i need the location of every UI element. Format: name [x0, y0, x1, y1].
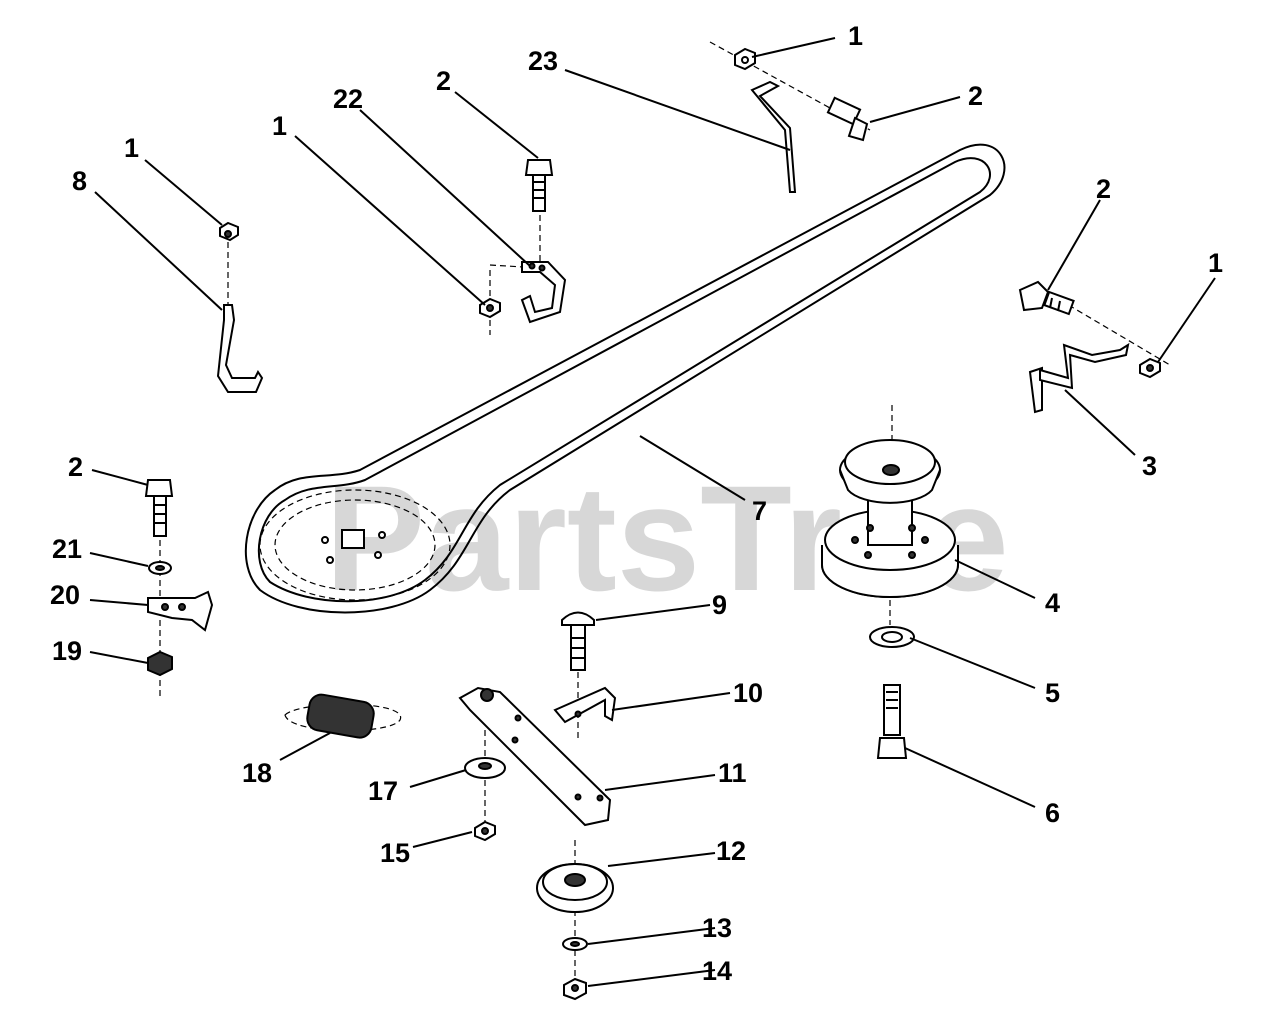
nut-mid: [479, 270, 501, 335]
idler-arm-11: [458, 686, 612, 827]
rod-23: [709, 41, 871, 193]
callout-2-topright: 2: [968, 81, 983, 111]
callout-1-top: 1: [848, 21, 863, 51]
callout-1-mid: 1: [272, 111, 287, 141]
lock-washer: [869, 600, 915, 648]
callout-4: 4: [1045, 588, 1060, 618]
callout-15: 15: [380, 838, 410, 868]
callout-22: 22: [333, 84, 363, 114]
callout-3: 3: [1142, 451, 1157, 481]
left-bolt-stack: [144, 479, 214, 700]
callout-2-top: 2: [436, 66, 451, 96]
callout-9: 9: [712, 590, 727, 620]
callout-8: 8: [72, 166, 87, 196]
spacer-17: [464, 730, 506, 842]
carriage-bolt-9: [561, 611, 595, 740]
callout-23: 23: [528, 46, 558, 76]
callout-6: 6: [1045, 798, 1060, 828]
bracket-3: [1028, 299, 1171, 414]
callout-14: 14: [702, 956, 732, 986]
callout-21: 21: [52, 534, 82, 564]
hex-bolt-top: [524, 159, 554, 212]
callout-17: 17: [368, 776, 398, 806]
callout-10: 10: [733, 678, 763, 708]
idler-pulley-assembly: [821, 405, 959, 598]
callout-labels: 1 23 2 22 2 1 1 8 2 1 3 7 4 5 6 2 21 20 …: [50, 21, 1223, 986]
leader-lines: [89, 37, 1216, 987]
spring-18: [284, 693, 401, 739]
callout-2-left: 2: [68, 452, 83, 482]
callout-1-right: 1: [1208, 248, 1223, 278]
bracket-10: [553, 686, 617, 724]
shoulder-bolt: [876, 684, 908, 759]
hook-rod-8: [216, 221, 264, 393]
bracket-22: [489, 215, 567, 324]
callout-12: 12: [716, 836, 746, 866]
hex-bolt-right: [1018, 280, 1075, 316]
callout-19: 19: [52, 636, 82, 666]
callout-7: 7: [752, 496, 767, 526]
idler-pulley-12: [536, 840, 614, 1001]
callout-13: 13: [702, 913, 732, 943]
callout-2-right: 2: [1096, 174, 1111, 204]
callout-1-left: 1: [124, 133, 139, 163]
drive-belt: [244, 143, 1006, 614]
callout-5: 5: [1045, 678, 1060, 708]
callout-11: 11: [718, 758, 747, 788]
callout-20: 20: [50, 580, 80, 610]
hub-center: [321, 529, 386, 564]
callout-18: 18: [242, 758, 272, 788]
